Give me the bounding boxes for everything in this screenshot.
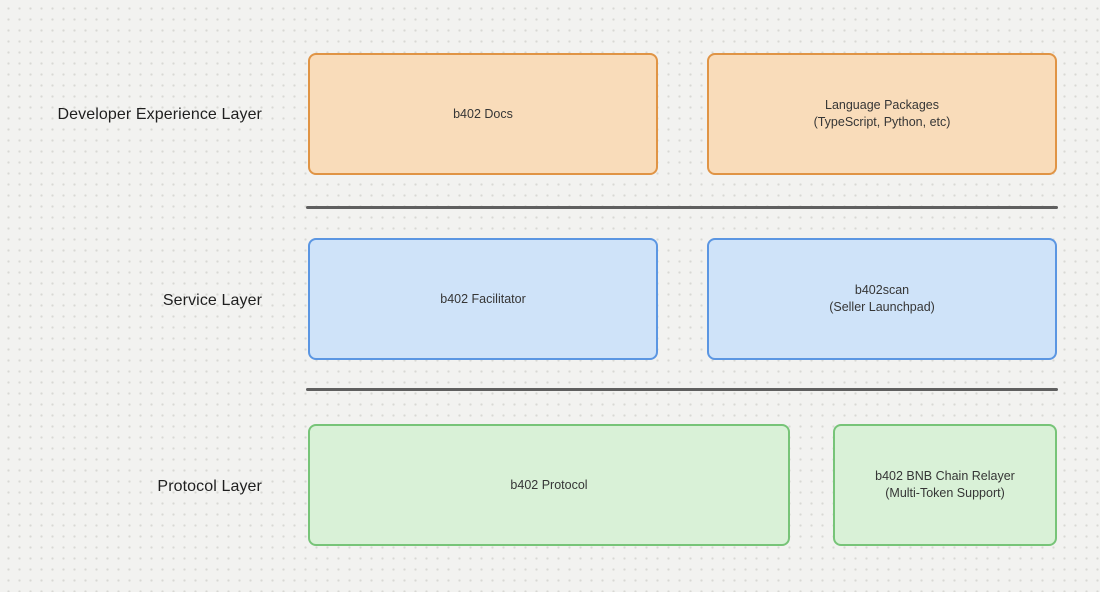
box-b402-docs: b402 Docs [308,53,658,175]
box-b402scan-line2: (Seller Launchpad) [829,300,935,314]
box-b402scan: b402scan (Seller Launchpad) [707,238,1057,360]
layer-divider-1 [306,206,1058,209]
box-b402-facilitator: b402 Facilitator [308,238,658,360]
box-language-packages-line2: (TypeScript, Python, etc) [813,115,951,129]
box-language-packages-line1: Language Packages [825,98,939,112]
layer-label-developer-experience: Developer Experience Layer [57,106,262,123]
box-b402scan-line1: b402scan [854,283,910,297]
box-b402-facilitator-label: b402 Facilitator [440,291,526,306]
layer-divider-2 [306,388,1058,391]
box-bnb-chain-relayer: b402 BNB Chain Relayer (Multi-Token Supp… [833,424,1057,546]
layer-label-protocol: Protocol Layer [157,478,262,495]
box-b402-protocol-label: b402 Protocol [510,477,588,492]
box-b402-protocol: b402 Protocol [308,424,790,546]
box-bnb-chain-relayer-line1: b402 BNB Chain Relayer [875,469,1015,483]
box-bnb-chain-relayer-line2: (Multi-Token Support) [885,486,1005,500]
layer-label-service: Service Layer [162,292,262,309]
box-b402-docs-label: b402 Docs [453,106,513,121]
box-language-packages: Language Packages (TypeScript, Python, e… [707,53,1057,175]
